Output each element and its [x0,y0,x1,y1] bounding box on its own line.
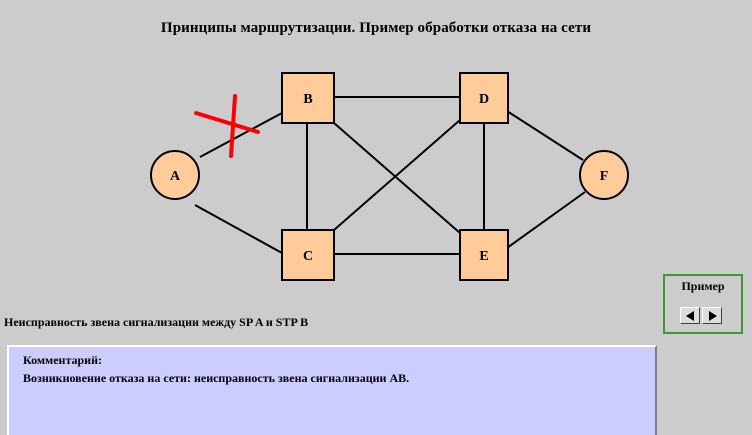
prev-button[interactable] [680,307,700,324]
next-button[interactable] [702,307,722,324]
link-d-f [506,110,584,161]
page-title: Принципы маршрутизации. Пример обработки… [160,20,592,36]
network-diagram: A B C D E F [150,72,629,281]
left-arrow-icon [686,311,694,321]
node-e: E [459,229,509,281]
link-e-f [506,191,586,249]
comment-title: Комментарий: [23,353,103,367]
node-d: D [459,72,509,124]
node-f: F [579,150,629,200]
node-b: B [281,72,335,124]
link-b-e [333,122,461,234]
example-nav-panel: Пример [663,274,743,334]
node-a: A [150,150,200,200]
comment-box: Комментарий: Возникновение отказа на сет… [7,345,657,435]
comment-text: Возникновение отказа на сети: неисправно… [23,371,410,385]
svg-text:C: C [303,249,313,264]
link-a-b [199,112,283,158]
svg-text:E: E [479,249,488,264]
right-arrow-icon [709,311,717,321]
link-a-c [194,204,283,254]
node-c: C [281,229,335,281]
svg-text:F: F [600,169,609,184]
svg-text:B: B [303,92,312,107]
status-text: Неисправность звена сигнализации между S… [4,315,309,329]
svg-text:A: A [170,169,181,184]
nav-label: Пример [681,279,725,293]
fault-mark-icon [194,94,260,158]
link-c-d [333,119,461,231]
svg-text:D: D [479,92,489,107]
